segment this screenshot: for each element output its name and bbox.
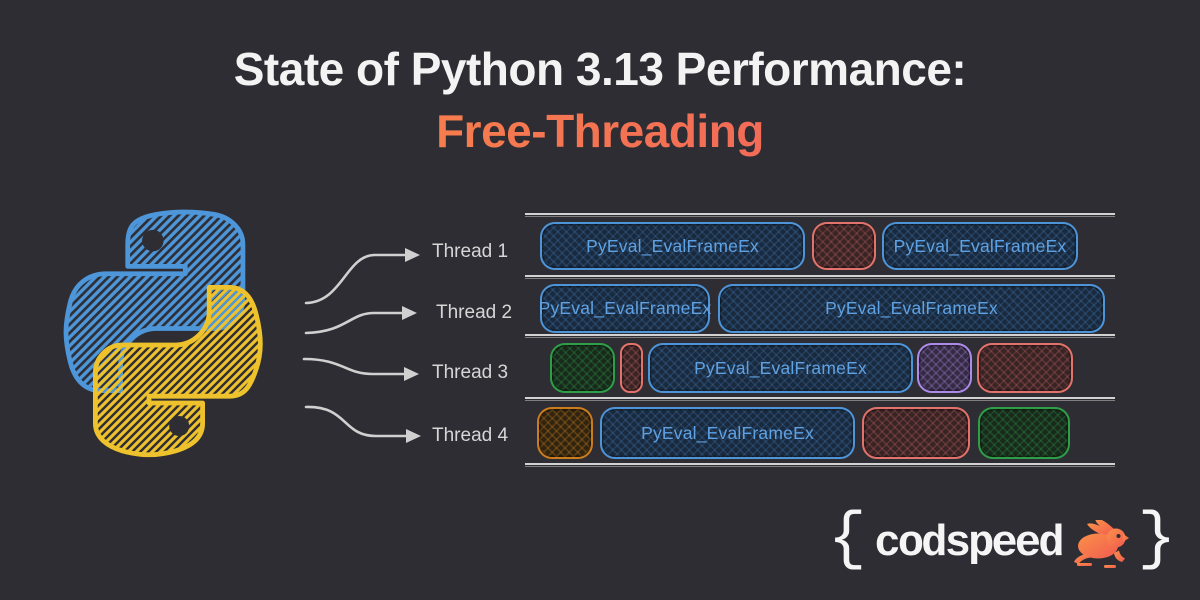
eval-block: PyEval_EvalFrameEx — [600, 407, 855, 459]
python-logo — [63, 209, 263, 458]
page-title: State of Python 3.13 Performance: — [233, 43, 967, 95]
thread-timeline: PyEval_EvalFrameEx PyEval_EvalFrameEx Py… — [523, 213, 1119, 471]
track-line — [525, 213, 1115, 217]
eval-block: PyEval_EvalFrameEx — [540, 222, 805, 270]
gil-block-red — [812, 222, 876, 270]
track-line — [525, 275, 1115, 279]
thread-3-label: Thread 3 — [432, 362, 509, 383]
gil-block-red — [862, 407, 970, 459]
arrow-thread-4 — [304, 405, 409, 438]
brace-right: } — [1137, 504, 1176, 576]
codspeed-wordmark: codspeed — [874, 519, 1064, 569]
page-subtitle: Free-Threading — [0, 104, 1200, 158]
arrowheads — [402, 248, 421, 443]
gil-block-green — [550, 343, 615, 393]
eval-block: PyEval_EvalFrameEx — [539, 284, 711, 333]
brace-left: { — [827, 504, 867, 576]
thread-2-label: Thread 2 — [436, 302, 513, 323]
python-yellow-snake — [93, 285, 263, 458]
arrow-thread-1 — [304, 253, 408, 305]
gil-block-red — [977, 343, 1073, 393]
codspeed-logo: { codspeed } — [828, 508, 1176, 576]
rabbit-icon — [1073, 520, 1129, 568]
track-line — [525, 463, 1115, 467]
gil-block-purple — [917, 343, 972, 393]
track-line — [525, 334, 1115, 338]
gil-block-orange — [537, 407, 593, 459]
gil-block-green — [978, 407, 1070, 459]
eval-block: PyEval_EvalFrameEx — [718, 284, 1105, 333]
thread-4-label: Thread 4 — [432, 425, 509, 446]
gil-block-red — [620, 343, 643, 393]
track-line — [525, 397, 1115, 401]
eval-block: PyEval_EvalFrameEx — [882, 222, 1078, 270]
eval-block: PyEval_EvalFrameEx — [648, 343, 913, 393]
arrow-thread-3 — [302, 357, 407, 376]
thread-1-label: Thread 1 — [432, 241, 509, 262]
rabbit-eye — [1116, 534, 1121, 538]
arrow-thread-2 — [304, 311, 405, 335]
